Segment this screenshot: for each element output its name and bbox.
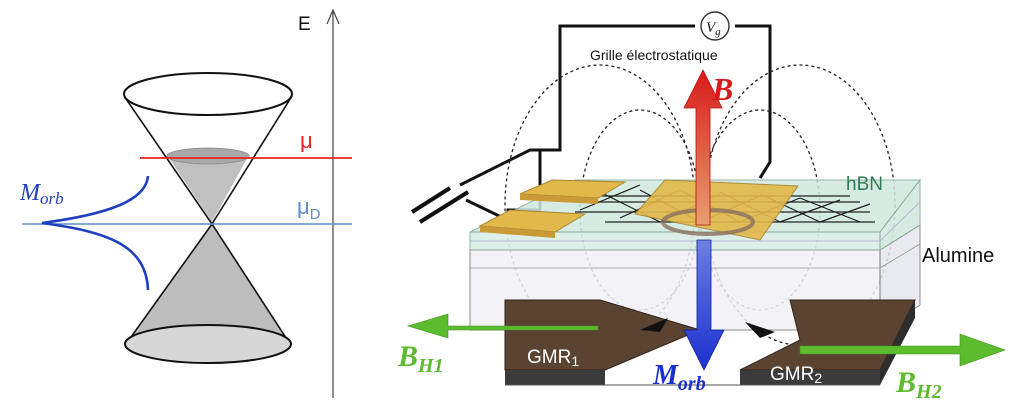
bh1-label: BH1 <box>397 340 444 377</box>
mu-d-label: μD <box>297 194 321 223</box>
energy-axis-label: E <box>298 14 311 35</box>
vg-label: Vg <box>706 20 721 38</box>
bh1-arrow <box>406 313 599 339</box>
m-orb-right-label: Morb <box>652 360 706 395</box>
vg-meter <box>700 11 730 41</box>
gold-contact-bottom-left-front <box>480 226 555 238</box>
gmr2-pad-side <box>740 370 880 385</box>
mu-label: μ <box>300 128 313 153</box>
gold-contact-top-left-front <box>520 194 598 204</box>
left-panel: E μ μD Morb <box>19 8 352 398</box>
bh2-arrow <box>799 333 1006 367</box>
battery-wire-top <box>459 148 540 187</box>
lower-cone-rim <box>124 324 292 364</box>
gate-label: Grille électrostatique <box>590 47 718 63</box>
gmr1-label: GMR1 <box>527 347 579 369</box>
battery-plate-1 <box>410 186 452 214</box>
right-panel: Vg Grille électrostatique <box>397 11 1006 403</box>
m-orb-left-label: Morb <box>19 180 64 208</box>
hbn-label: hBN <box>846 174 883 195</box>
energy-axis-arrowhead <box>326 8 340 25</box>
alumine-label: Alumine <box>922 245 994 267</box>
b-field-arrow <box>683 69 723 226</box>
battery-plate-2 <box>418 190 470 224</box>
gmr1-pad-side <box>505 370 605 385</box>
gate-wire-right <box>735 24 772 179</box>
m-orb-curve <box>41 175 150 291</box>
b-label: B <box>711 71 733 107</box>
upper-cone-rim <box>123 72 293 116</box>
lower-cone-edge-left <box>125 223 213 345</box>
gmr2-sensor-arrow <box>745 322 775 338</box>
m-orb-arrow <box>683 239 725 371</box>
upper-cone-filled <box>167 150 249 222</box>
lower-cone-filled <box>126 224 290 353</box>
bh2-label: BH2 <box>895 366 942 403</box>
hbn-layer-side <box>879 178 921 251</box>
gmr2-label: GMR2 <box>770 364 822 386</box>
lower-cone-edge-right <box>211 223 291 345</box>
upper-cone-edge-left <box>123 95 213 225</box>
upper-cone-edge-right <box>211 95 293 225</box>
upper-fermi-disc <box>166 147 250 165</box>
gmr1-sensor-arrow <box>640 318 668 332</box>
gmr1-pad-top <box>504 299 702 371</box>
